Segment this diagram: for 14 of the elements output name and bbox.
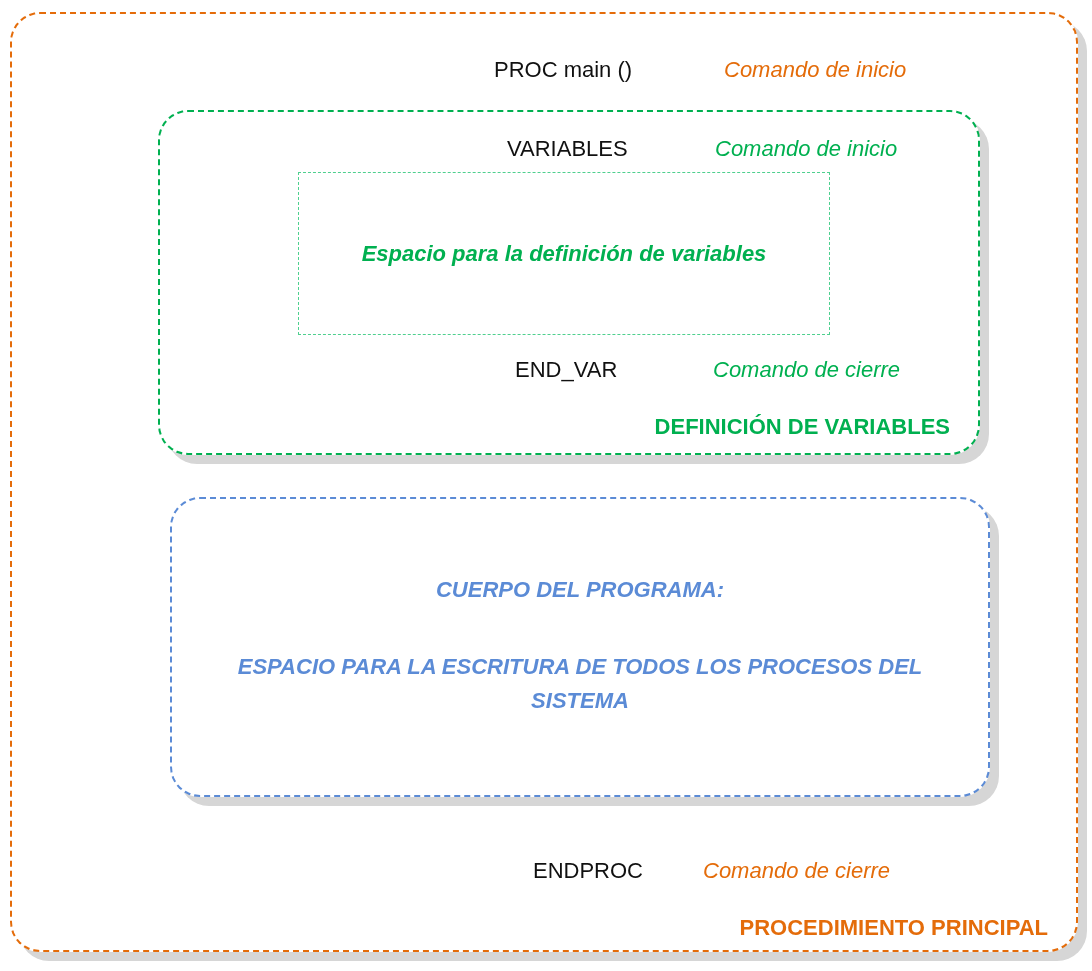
note-text: Comando de inicio xyxy=(715,135,898,163)
code-keyword: PROC main () xyxy=(494,56,633,84)
note-text: Comando de cierre xyxy=(713,356,901,384)
section-title: DEFINICIÓN DE VARIABLES xyxy=(654,413,950,441)
section-title: PROCEDIMIENTO PRINCIPAL xyxy=(739,914,1048,942)
code-keyword: VARIABLES xyxy=(507,135,628,163)
code-keyword: ENDPROC xyxy=(533,857,643,885)
placeholder-text: Espacio para la definición de variables xyxy=(360,239,768,268)
placeholder-text: ESPACIO PARA LA ESCRITURA DE TODOS LOS PROCESOS DEL SISTEMA xyxy=(236,653,924,715)
code-keyword: END_VAR xyxy=(515,356,618,384)
section-heading: CUERPO DEL PROGRAMA: xyxy=(434,576,726,604)
definition-area xyxy=(298,172,830,335)
note-text: Comando de inicio xyxy=(724,56,907,84)
note-text: Comando de cierre xyxy=(703,857,891,885)
